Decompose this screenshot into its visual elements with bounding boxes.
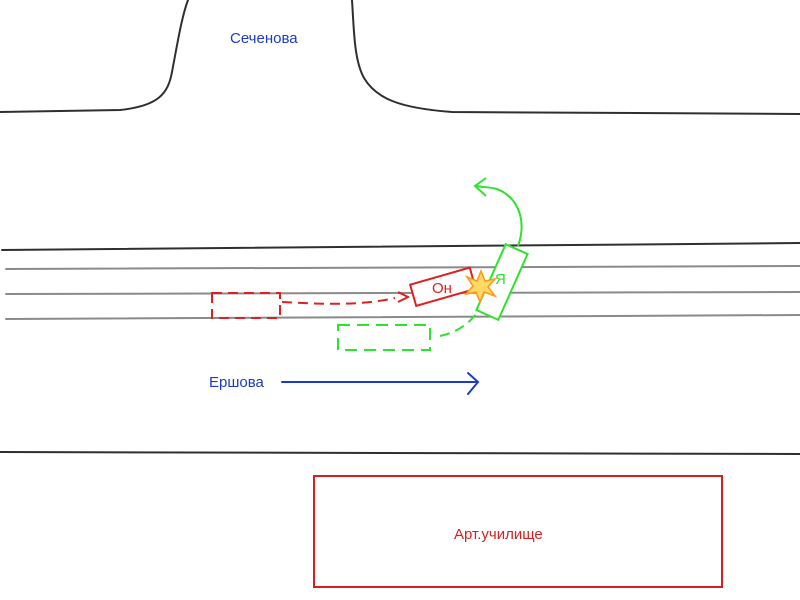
- top-street-left-curb: [0, 0, 189, 113]
- arrow-right-icon: [281, 372, 480, 395]
- collision-star-shape: [463, 268, 498, 305]
- top-street-label: Сеченова: [230, 30, 298, 47]
- lane-line: [5, 265, 800, 270]
- building: Арт.училище: [313, 475, 723, 588]
- lane-line: [5, 314, 800, 320]
- collision-star-icon: [463, 268, 498, 305]
- top-street: [0, 0, 800, 115]
- other-car-initial-position: [211, 292, 281, 319]
- my-car-initial-position: [337, 324, 431, 351]
- my-car-trajectory: [337, 313, 477, 351]
- building-label: Арт.училище: [454, 526, 543, 543]
- main-street: [0, 242, 800, 455]
- other-car-path-arrowhead: [397, 291, 411, 303]
- my-car: [475, 242, 529, 322]
- other-car-trajectory: [211, 291, 411, 319]
- my-car-escape-arrowhead: [473, 177, 487, 197]
- my-car-label: Я: [495, 271, 506, 288]
- other-car-body: [408, 266, 478, 308]
- my-car-escape-trajectory: [473, 177, 523, 247]
- my-car-escape-path: [475, 185, 523, 247]
- building-outline: [313, 475, 723, 588]
- top-street-right-curb: [351, 0, 800, 115]
- direction-arrow-head: [467, 372, 480, 395]
- main-street-lower-edge: [0, 451, 800, 455]
- my-car-path: [439, 313, 477, 337]
- my-car-body: [475, 242, 529, 322]
- other-car: Он: [408, 266, 478, 308]
- main-street-label: Ершова: [209, 374, 265, 391]
- main-street-upper-edge: [1, 242, 800, 251]
- other-car-label: Он: [432, 280, 452, 297]
- lane-line: [5, 291, 800, 295]
- other-car-path: [281, 297, 396, 305]
